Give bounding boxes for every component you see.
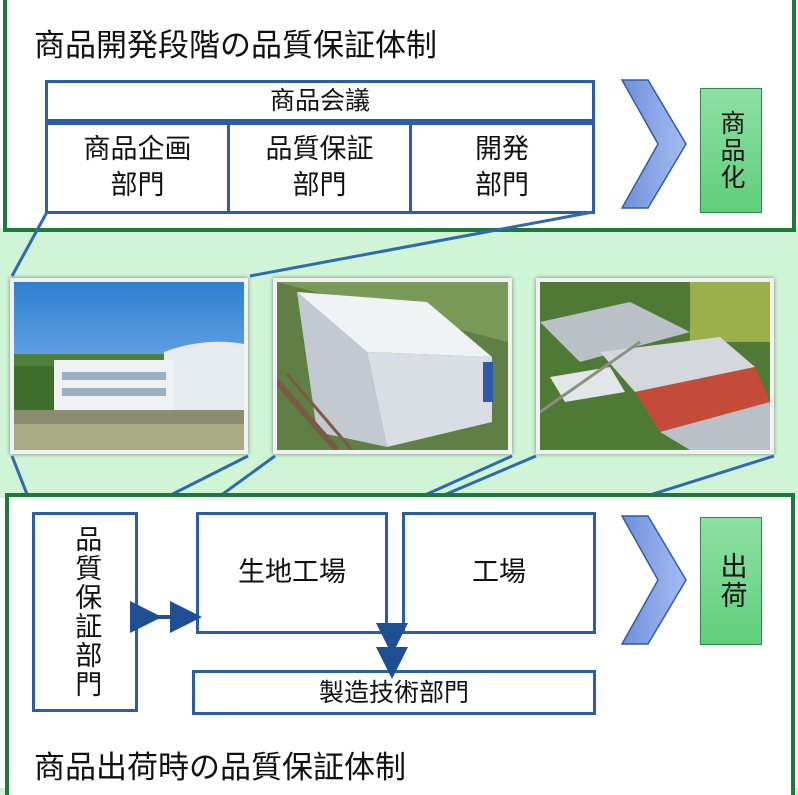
chevron-arrow-bottom (620, 515, 687, 645)
development-dept-label: 開発 部門 (475, 133, 529, 201)
product-planning-dept-box: 商品企画 部門 (45, 122, 230, 214)
fabric-factory-label: 生地工場 (238, 556, 346, 588)
chevron-arrow-top (620, 79, 687, 209)
bottom-panel-title: 商品出荷時の品質保証体制 (34, 750, 406, 786)
product-planning-dept-label: 商品企画 部門 (83, 133, 192, 201)
qa-dept-label-top: 品質保証 部門 (265, 133, 374, 201)
product-meeting-label: 商品会議 (269, 86, 370, 116)
office-building-photo (10, 278, 248, 454)
mfg-tech-dept-label: 製造技術部門 (318, 677, 469, 707)
shipment-tag: 出荷 (700, 517, 762, 645)
fabric-factory-box: 生地工場 (196, 512, 388, 634)
qa-dept-box-bottom: 品質保証部門 (32, 512, 138, 712)
qa-dept-box-top: 品質保証 部門 (227, 122, 412, 214)
development-dept-box: 開発 部門 (409, 122, 595, 214)
factory-aerial-photo (536, 278, 774, 454)
top-panel-title: 商品開発段階の品質保証体制 (34, 28, 437, 64)
factory-label: 工場 (472, 556, 526, 588)
commercialization-tag: 商品化 (700, 88, 762, 213)
factory-box: 工場 (402, 512, 596, 634)
fabric-factory-photo (273, 278, 512, 454)
product-meeting-box: 商品会議 (45, 80, 595, 122)
qa-dept-label-bottom: 品質保証部門 (70, 525, 102, 699)
